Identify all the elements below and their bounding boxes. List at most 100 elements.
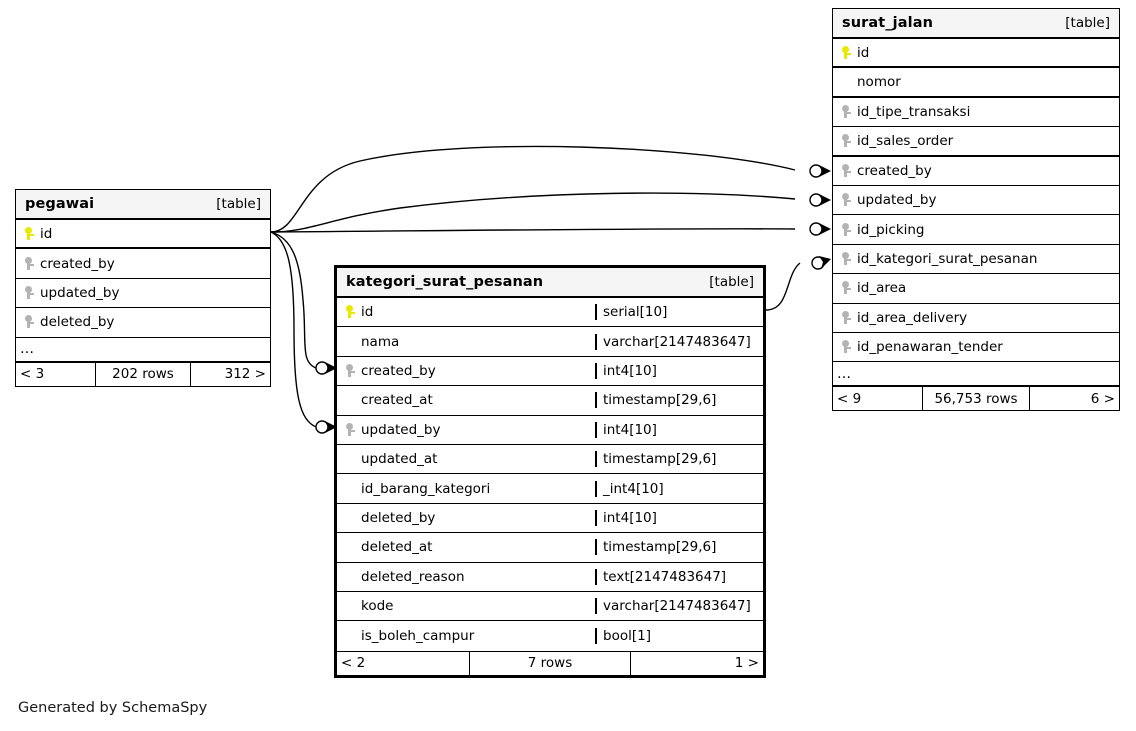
- column-label: nomor: [857, 74, 901, 91]
- table-row[interactable]: id_kategori_surat_pesanan: [833, 245, 1119, 275]
- table-row[interactable]: id_barang_kategori _int4[10]: [337, 474, 763, 504]
- column-name-cell: created_at: [337, 392, 595, 408]
- row-count: 56,753 rows: [921, 387, 1031, 411]
- table-row[interactable]: id: [833, 39, 1119, 69]
- column-name-cell: deleted_reason: [337, 569, 595, 585]
- column-name-cell: nama: [337, 334, 595, 350]
- foreign-key-icon: [841, 104, 854, 120]
- edge-pegawai-id-to-surat-jalan-created-by: [270, 145, 796, 233]
- table-surat-jalan-header[interactable]: surat_jalan [table]: [833, 9, 1119, 39]
- table-row[interactable]: created_by: [16, 249, 270, 279]
- foreign-key-icon: [24, 285, 37, 301]
- edge-endpoint-circle: [315, 420, 329, 434]
- edge-pegawai-id-to-kategori-created-by: [270, 231, 317, 369]
- table-pegawai-columns: id created_by updated_by: [16, 220, 270, 362]
- table-pegawai-more-columns-indicator: …: [16, 338, 270, 362]
- table-pegawai[interactable]: pegawai [table] id created_by: [15, 189, 271, 387]
- edge-endpoint-circle: [809, 164, 823, 178]
- column-type: int4[10]: [595, 421, 763, 438]
- column-label: id_penawaran_tender: [857, 339, 1003, 356]
- column-type: varchar[2147483647]: [595, 598, 763, 615]
- table-row[interactable]: kode varchar[2147483647]: [337, 592, 763, 622]
- edge-pegawai-id-to-surat-jalan-id-picking: [270, 228, 796, 233]
- column-label: id_barang_kategori: [361, 480, 491, 497]
- column-label: created_by: [361, 362, 436, 379]
- table-surat-jalan[interactable]: surat_jalan [table] id nomor: [832, 8, 1120, 412]
- foreign-key-icon: [841, 163, 854, 179]
- column-label: id_area_delivery: [857, 309, 968, 326]
- column-name-cell: id_kategori_surat_pesanan: [833, 251, 1119, 267]
- column-label: updated_by: [361, 421, 441, 438]
- column-type: bool[1]: [595, 627, 763, 644]
- edge-endpoint-circle: [315, 361, 329, 375]
- table-row[interactable]: updated_by: [833, 186, 1119, 216]
- column-name-cell: is_boleh_campur: [337, 628, 595, 644]
- table-row[interactable]: id_picking: [833, 215, 1119, 245]
- column-name-cell: created_by: [833, 163, 1119, 179]
- table-row[interactable]: id_area: [833, 274, 1119, 304]
- table-kategori-surat-pesanan-tag: [table]: [709, 274, 754, 290]
- column-name-cell: created_by: [337, 363, 595, 379]
- column-type: varchar[2147483647]: [595, 333, 763, 350]
- table-kategori-surat-pesanan-columns: id serial[10] nama varchar[2147483647] c…: [337, 298, 763, 651]
- row-count: 7 rows: [469, 651, 631, 675]
- table-row[interactable]: created_at timestamp[29,6]: [337, 386, 763, 416]
- table-pegawai-tag: [table]: [216, 196, 261, 212]
- column-type: timestamp[29,6]: [595, 392, 763, 409]
- column-name-cell: id: [16, 226, 270, 242]
- table-row[interactable]: created_by int4[10]: [337, 357, 763, 387]
- table-row[interactable]: id_penawaran_tender: [833, 333, 1119, 363]
- column-name-cell: id_picking: [833, 222, 1119, 238]
- parent-relations-count[interactable]: < 3: [20, 366, 45, 383]
- table-row[interactable]: updated_by: [16, 279, 270, 309]
- table-row[interactable]: updated_at timestamp[29,6]: [337, 445, 763, 475]
- column-name-cell: updated_by: [833, 192, 1119, 208]
- child-relations-count[interactable]: 6 >: [1090, 390, 1115, 407]
- table-row[interactable]: is_boleh_campur bool[1]: [337, 621, 763, 650]
- table-row[interactable]: id_tipe_transaksi: [833, 98, 1119, 128]
- table-row[interactable]: id_sales_order: [833, 127, 1119, 157]
- column-name-cell: id_area_delivery: [833, 310, 1119, 326]
- table-row[interactable]: id_area_delivery: [833, 304, 1119, 333]
- column-name-cell: id_tipe_transaksi: [833, 104, 1119, 120]
- edge-kategori-id-to-surat-jalan-id-kategori: [765, 262, 801, 311]
- column-name-cell: id: [337, 304, 595, 320]
- table-row[interactable]: id: [16, 220, 270, 250]
- edge-endpoint-circle: [809, 193, 823, 207]
- table-row[interactable]: nomor: [833, 68, 1119, 98]
- table-row[interactable]: deleted_by: [16, 308, 270, 338]
- generated-by-label: Generated by SchemaSpy: [18, 700, 208, 716]
- column-name-cell: id_barang_kategori: [337, 481, 595, 497]
- parent-relations-count[interactable]: < 9: [837, 390, 862, 407]
- table-surat-jalan-tag: [table]: [1065, 15, 1110, 31]
- column-label: id_kategori_surat_pesanan: [857, 250, 1038, 267]
- foreign-key-icon: [841, 251, 854, 267]
- table-row[interactable]: nama varchar[2147483647]: [337, 327, 763, 357]
- table-row[interactable]: deleted_at timestamp[29,6]: [337, 533, 763, 563]
- table-row[interactable]: deleted_by int4[10]: [337, 504, 763, 534]
- table-row[interactable]: id serial[10]: [337, 298, 763, 328]
- table-kategori-surat-pesanan-name: kategori_surat_pesanan: [346, 274, 544, 290]
- column-type: _int4[10]: [595, 480, 763, 497]
- child-relations-count[interactable]: 1 >: [734, 655, 759, 672]
- edge-endpoint-circle: [811, 256, 825, 270]
- table-pegawai-name: pegawai: [25, 196, 95, 212]
- table-kategori-surat-pesanan-header[interactable]: kategori_surat_pesanan [table]: [337, 268, 763, 298]
- table-row[interactable]: deleted_reason text[2147483647]: [337, 563, 763, 592]
- table-row[interactable]: created_by: [833, 157, 1119, 186]
- column-label: id_picking: [857, 221, 925, 238]
- column-label: deleted_at: [361, 539, 433, 556]
- column-name-cell: updated_by: [16, 285, 270, 301]
- table-kategori-surat-pesanan[interactable]: kategori_surat_pesanan [table] id serial…: [334, 265, 766, 678]
- table-row[interactable]: updated_by int4[10]: [337, 416, 763, 445]
- column-label: deleted_by: [361, 509, 436, 526]
- parent-relations-count[interactable]: < 2: [341, 655, 366, 672]
- table-surat-jalan-name: surat_jalan: [842, 15, 934, 31]
- foreign-key-icon: [841, 222, 854, 238]
- child-relations-count[interactable]: 312 >: [224, 366, 266, 383]
- foreign-key-icon: [841, 133, 854, 149]
- column-label: nama: [361, 333, 400, 350]
- table-pegawai-header[interactable]: pegawai [table]: [16, 190, 270, 220]
- column-label: deleted_by: [40, 314, 115, 331]
